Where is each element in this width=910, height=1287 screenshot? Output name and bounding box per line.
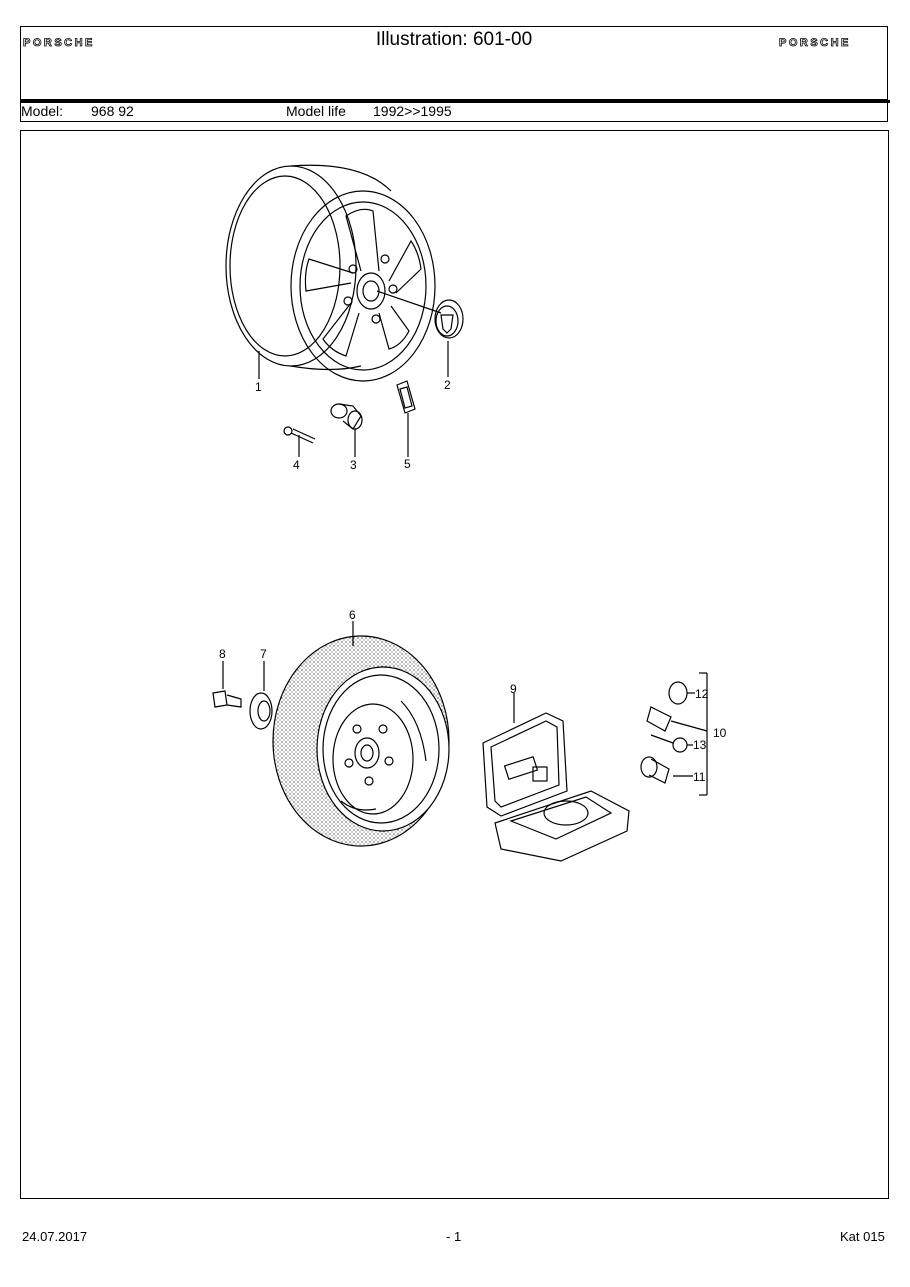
callout-1: 1 xyxy=(255,380,262,394)
valve-drawing xyxy=(283,426,316,457)
callout-9: 9 xyxy=(510,682,517,696)
callout-8: 8 xyxy=(219,647,226,661)
wheel-bolt-drawing xyxy=(212,661,242,708)
lug-nut-drawing xyxy=(330,403,363,457)
callout-4: 4 xyxy=(293,458,300,472)
callout-11: 11 xyxy=(693,770,706,784)
callout-3: 3 xyxy=(350,458,357,472)
model-life-label: Model life xyxy=(286,103,346,119)
logo-lettering-right: PORSCHE xyxy=(779,37,851,48)
callout-12: 12 xyxy=(695,687,709,701)
header-box: PORSCHE Illustration: 601-00 PORSCHE xyxy=(20,26,888,100)
callout-2: 2 xyxy=(444,378,451,392)
model-row: Model: 968 92 Model life 1992>>1995 xyxy=(20,103,888,122)
parts-diagram: 1 2 3 4 5 6 7 8 9 10 11 12 13 xyxy=(212,164,727,862)
model-label: Model: xyxy=(21,103,64,119)
callout-10: 10 xyxy=(713,726,727,740)
porsche-logo-left: PORSCHE xyxy=(23,37,95,48)
callout-6: 6 xyxy=(349,608,356,622)
alloy-wheel-drawing xyxy=(225,164,442,382)
porsche-logo-right: PORSCHE xyxy=(779,37,851,48)
footer-catalog: Kat 015 xyxy=(840,1229,885,1244)
center-cap-drawing xyxy=(434,299,464,377)
balance-weight-drawing xyxy=(396,380,416,457)
footer-date: 24.07.2017 xyxy=(22,1229,88,1244)
model-life-value: 1992>>1995 xyxy=(373,103,452,119)
lock-set-drawing xyxy=(640,672,708,796)
wheel-ring-drawing xyxy=(249,661,273,730)
page-title: Illustration: 601-00 xyxy=(375,29,533,50)
logo-lettering-left: PORSCHE xyxy=(23,37,95,48)
compressor-case-drawing xyxy=(482,693,630,862)
diagram-frame: 1 2 3 4 5 6 7 8 9 10 11 12 13 xyxy=(20,130,889,1199)
callout-7: 7 xyxy=(260,647,267,661)
model-value: 968 92 xyxy=(91,103,134,119)
footer-page-number: - 1 xyxy=(446,1229,462,1244)
header-rule xyxy=(20,100,890,103)
spare-tire-drawing xyxy=(272,621,450,847)
callout-5: 5 xyxy=(404,457,411,471)
callout-13: 13 xyxy=(693,738,707,752)
